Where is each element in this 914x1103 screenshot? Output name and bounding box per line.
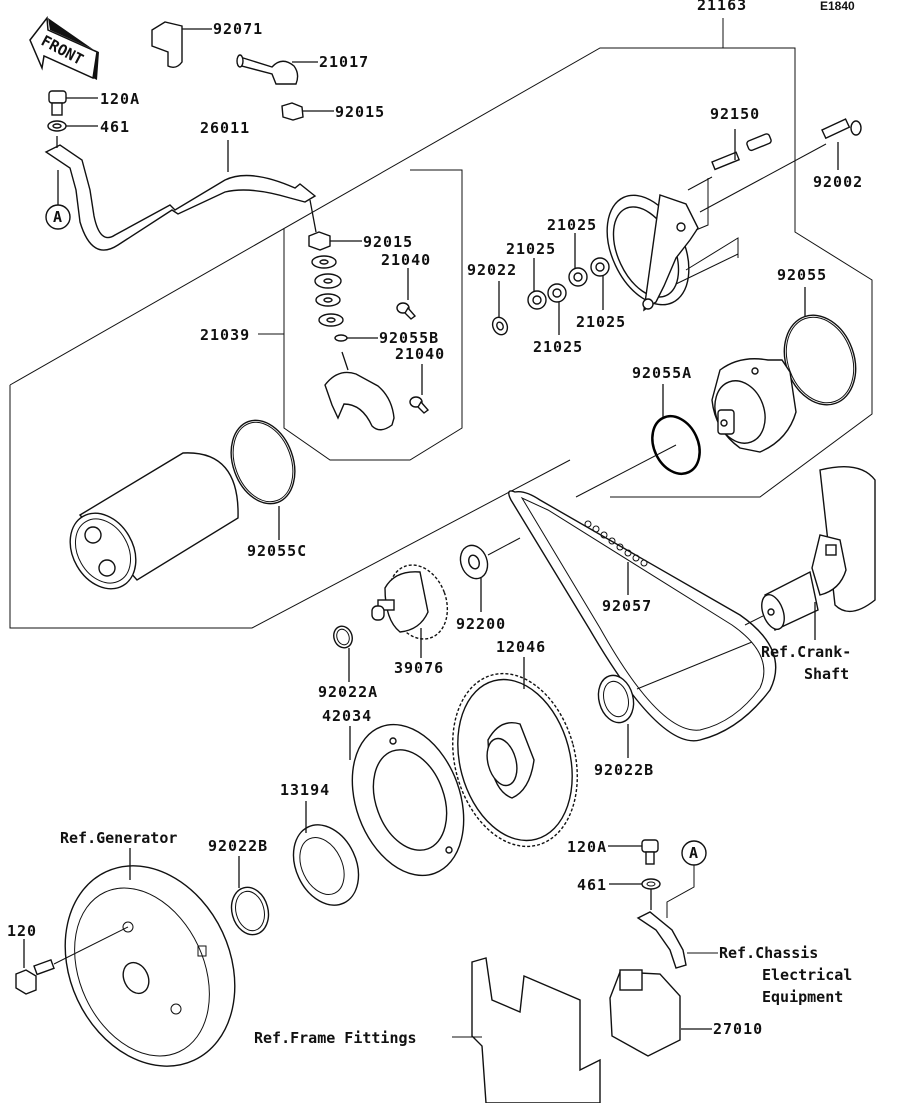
- part-92022A[interactable]: [331, 624, 355, 682]
- label-92071: 92071: [213, 20, 263, 38]
- label-39076: 39076: [394, 659, 444, 677]
- label-21040-b: 21040: [395, 345, 445, 363]
- part-92071[interactable]: [151, 21, 212, 69]
- label-21025-c: 21025: [533, 338, 583, 356]
- part-21025-set[interactable]: [527, 233, 610, 335]
- part-120A-bottom[interactable]: [608, 839, 659, 865]
- ref-chassis-2: Electrical: [762, 966, 852, 984]
- ref-chassis-1: Ref.Chassis: [719, 944, 818, 962]
- diagram-code: E1840: [820, 0, 855, 13]
- label-21025-b: 21025: [547, 216, 597, 234]
- part-92055B[interactable]: [334, 334, 378, 342]
- part-92022[interactable]: [490, 281, 510, 337]
- callout-A-top: A: [45, 204, 71, 230]
- washer-stack[interactable]: [311, 255, 344, 327]
- assembly-21163-outline: [9, 18, 873, 629]
- ref-generator: Ref.Generator: [60, 829, 177, 847]
- label-13194: 13194: [280, 781, 330, 799]
- label-120A-top: 120A: [100, 90, 140, 108]
- label-21039: 21039: [200, 326, 250, 344]
- label-120: 120: [7, 922, 37, 940]
- chassis-bracket[interactable]: [636, 911, 718, 969]
- label-26011: 26011: [200, 119, 250, 137]
- label-92150: 92150: [710, 105, 760, 123]
- label-92022B-right: 92022B: [594, 761, 654, 779]
- ref-frame-fittings: Ref.Frame Fittings: [254, 1029, 417, 1047]
- ref-chassis-3: Equipment: [762, 988, 843, 1006]
- part-92200[interactable]: [456, 537, 521, 612]
- ref-crankshaft-1: Ref.Crank-: [761, 643, 851, 661]
- label-12046: 12046: [496, 638, 546, 656]
- part-21040-b[interactable]: [409, 364, 430, 414]
- chain-links: [584, 520, 648, 567]
- gear-housing[interactable]: [707, 358, 797, 453]
- part-92015-top[interactable]: [281, 102, 334, 121]
- label-42034: 42034: [322, 707, 372, 725]
- label-92057: 92057: [602, 597, 652, 615]
- generator-rotor[interactable]: [34, 838, 267, 1094]
- front-arrow-icon: FRONT: [29, 16, 99, 80]
- label-461-top: 461: [100, 118, 130, 136]
- part-120[interactable]: [15, 926, 129, 995]
- assembly-21039-outline: [258, 169, 463, 461]
- part-461-top[interactable]: [47, 120, 98, 132]
- label-27010: 27010: [713, 1020, 763, 1038]
- label-21025-d: 21025: [576, 313, 626, 331]
- label-92055: 92055: [777, 266, 827, 284]
- starter-motor[interactable]: [57, 452, 239, 601]
- label-92015-top: 92015: [335, 103, 385, 121]
- svg-text:A: A: [689, 844, 698, 862]
- label-92022A: 92022A: [318, 683, 378, 701]
- part-92055C[interactable]: [220, 411, 306, 540]
- part-92002[interactable]: [699, 118, 862, 213]
- label-92015: 92015: [363, 233, 413, 251]
- label-21163: 21163: [697, 0, 747, 14]
- label-21040-a: 21040: [381, 251, 431, 269]
- label-92200: 92200: [456, 615, 506, 633]
- part-13194[interactable]: [281, 801, 371, 916]
- crankshaft[interactable]: [744, 466, 876, 640]
- label-92022B-left: 92022B: [208, 837, 268, 855]
- part-92022B-left[interactable]: [226, 856, 273, 939]
- end-cover[interactable]: [591, 182, 739, 318]
- part-92150[interactable]: [687, 129, 772, 231]
- part-120A-top[interactable]: [48, 90, 98, 116]
- label-461-bottom: 461: [577, 876, 607, 894]
- part-42034[interactable]: [332, 709, 483, 891]
- part-92015[interactable]: [308, 231, 362, 251]
- svg-text:A: A: [53, 208, 62, 226]
- brush-plate[interactable]: [324, 351, 395, 431]
- part-461-bottom[interactable]: [609, 878, 661, 910]
- label-92022: 92022: [467, 261, 517, 279]
- ref-crankshaft-2: Shaft: [804, 665, 849, 683]
- part-21017[interactable]: [236, 54, 318, 85]
- part-39076[interactable]: [371, 557, 457, 658]
- part-27010-relay[interactable]: [609, 969, 712, 1057]
- part-26011-cable[interactable]: [44, 136, 317, 251]
- label-21025-a: 21025: [506, 240, 556, 258]
- callout-A-bottom: A: [666, 840, 707, 918]
- label-92002: 92002: [813, 173, 863, 191]
- label-92055B: 92055B: [379, 329, 439, 347]
- part-12046[interactable]: [434, 657, 595, 861]
- label-92055A: 92055A: [632, 364, 692, 382]
- label-120A-bottom: 120A: [567, 838, 607, 856]
- part-92055A[interactable]: [575, 384, 709, 498]
- part-92057-chain[interactable]: [508, 490, 777, 742]
- label-92055C: 92055C: [247, 542, 307, 560]
- label-21017: 21017: [319, 53, 369, 71]
- frame-fittings[interactable]: [452, 957, 601, 1103]
- part-92022B-right[interactable]: [593, 641, 753, 758]
- part-21040-a[interactable]: [396, 268, 417, 320]
